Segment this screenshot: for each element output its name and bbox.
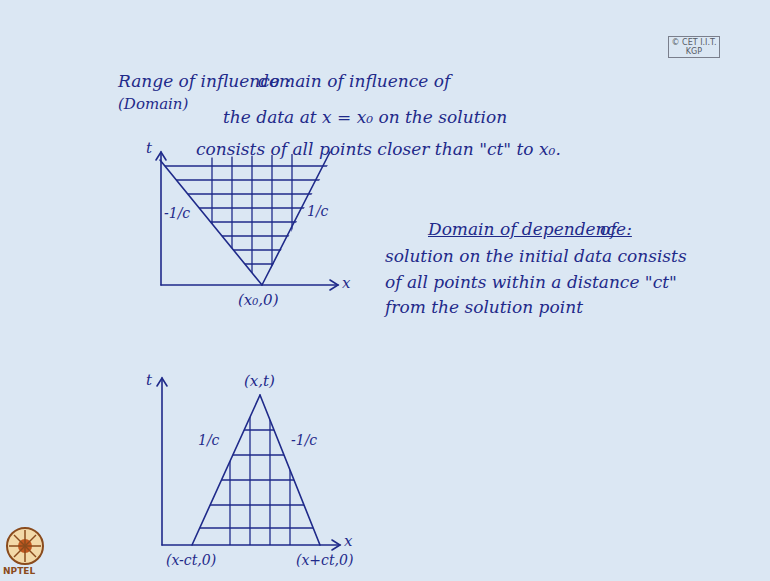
logo-text: NPTEL (3, 566, 35, 576)
definition-text: solution on the initial data consists (385, 247, 687, 267)
copyright-stamp: © CET I.I.T. KGP (668, 36, 720, 58)
definition-text: consists of all points closer than "ct" … (196, 140, 561, 160)
axis-label: x (342, 275, 350, 292)
definition-text: of all points within a distance "ct" (385, 273, 677, 293)
definition-text: the data at x = x₀ on the solution (223, 108, 507, 128)
slope-label: -1/c (164, 205, 190, 221)
slope-label: 1/c (307, 203, 328, 219)
point-label: (x,t) (244, 373, 275, 390)
definition-text: from the solution point (385, 298, 583, 318)
definition-text: of (600, 220, 617, 240)
point-label: (x+ct,0) (296, 552, 353, 568)
slope-label: 1/c (198, 432, 219, 448)
slope-label: -1/c (291, 432, 317, 448)
point-label: (x₀,0) (238, 292, 279, 309)
definition-text: domain of influence of (258, 72, 450, 92)
heading-note: (Domain) (118, 96, 188, 113)
nptel-emblem (7, 528, 43, 564)
axis-label: t (146, 140, 152, 157)
axis-label: t (146, 372, 152, 389)
axis-label: x (344, 533, 352, 550)
point-label: (x-ct,0) (166, 552, 216, 568)
